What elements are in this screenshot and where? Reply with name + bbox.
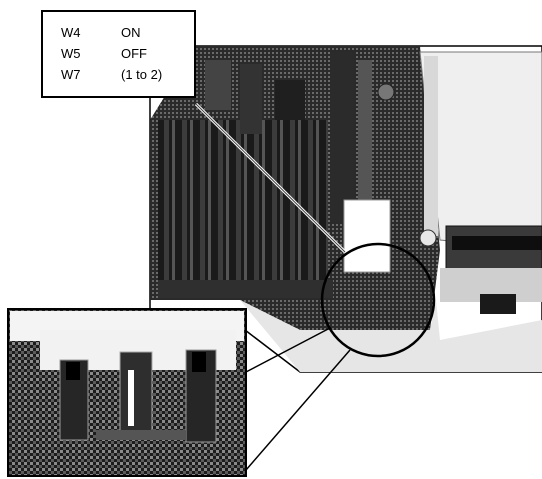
jumper-id: W4 xyxy=(61,25,81,40)
small-chip xyxy=(480,294,516,314)
heatsink xyxy=(158,120,328,290)
zoom-connector-bottom xyxy=(245,349,351,471)
jumper-inset xyxy=(7,308,247,477)
jumper-id: W7 xyxy=(61,67,81,82)
magnify-circle xyxy=(320,242,436,358)
zoom-connector-top xyxy=(245,327,331,373)
legend-row: W5 OFF xyxy=(61,43,194,64)
white-label-block xyxy=(343,199,391,273)
jumper-w5 xyxy=(119,351,153,439)
legend-row: W7 (1 to 2) xyxy=(61,64,194,85)
jumper-setting: OFF xyxy=(121,46,147,61)
board-photo xyxy=(149,45,542,373)
jumper-setting: ON xyxy=(121,25,141,40)
jumper-setting: (1 to 2) xyxy=(121,67,163,82)
jumper-settings-legend: W4 ON W5 OFF W7 (1 to 2) xyxy=(41,10,196,98)
jumper-id: W5 xyxy=(61,46,81,61)
legend-row: W4 ON xyxy=(61,22,194,43)
